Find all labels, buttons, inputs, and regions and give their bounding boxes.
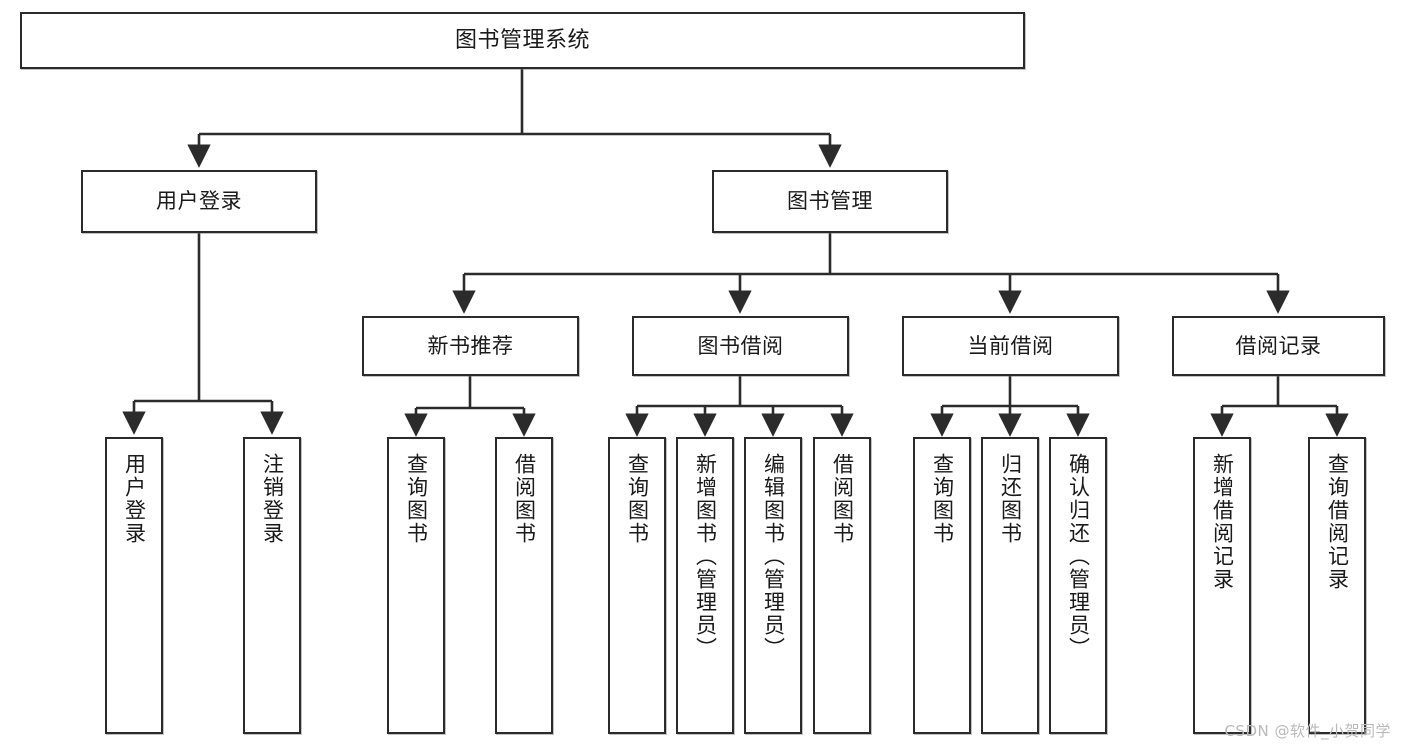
node-book-management[interactable]: 图书管理 [712,170,948,233]
leaf-record-query-record[interactable]: 查询借阅记录 [1308,437,1366,734]
leaf-borrow-query-book[interactable]: 查询图书 [608,437,666,734]
leaf-current-confirm-return-admin[interactable]: 确认归还（管理员） [1049,437,1107,734]
leaf-recommend-query-book[interactable]: 查询图书 [387,437,445,734]
node-label: 确认归还（管理员） [1066,453,1091,660]
node-label: 归还图书 [998,453,1023,545]
node-new-book-recommend[interactable]: 新书推荐 [362,316,579,376]
node-label: 图书借阅 [697,333,784,358]
leaf-borrow-edit-book-admin[interactable]: 编辑图书（管理员） [744,437,802,734]
node-borrow-record[interactable]: 借阅记录 [1172,316,1385,376]
node-label: 编辑图书（管理员） [761,453,786,660]
node-label: 借阅图书 [830,453,855,545]
node-book-borrow[interactable]: 图书借阅 [632,316,849,376]
leaf-current-query-book[interactable]: 查询图书 [913,437,971,734]
leaf-borrow-add-book-admin[interactable]: 新增图书（管理员） [676,437,734,734]
node-label: 查询图书 [625,453,650,545]
node-label: 图书管理系统 [454,27,590,53]
leaf-user-login-login[interactable]: 用户登录 [105,437,163,734]
node-label: 查询图书 [404,453,429,545]
node-user-login[interactable]: 用户登录 [81,170,317,233]
node-label: 新书推荐 [427,333,514,358]
node-label: 图书管理 [787,189,873,214]
leaf-current-return-book[interactable]: 归还图书 [981,437,1039,734]
node-label: 借阅图书 [512,453,537,545]
leaf-record-add-record[interactable]: 新增借阅记录 [1193,437,1251,734]
node-label: 用户登录 [122,453,147,545]
node-label: 当前借阅 [967,333,1054,358]
node-root-system[interactable]: 图书管理系统 [20,12,1025,69]
node-label: 注销登录 [260,453,285,545]
node-label: 新增借阅记录 [1210,453,1235,591]
node-label: 查询图书 [930,453,955,545]
csdn-watermark: CSDN @软件_小贺同学 [1224,722,1391,740]
leaf-recommend-borrow-book[interactable]: 借阅图书 [495,437,553,734]
leaf-user-login-logout[interactable]: 注销登录 [243,437,301,734]
node-label: 新增图书（管理员） [693,453,718,660]
node-label: 查询借阅记录 [1325,453,1350,591]
node-current-borrow[interactable]: 当前借阅 [902,316,1119,376]
node-label: 用户登录 [156,189,242,214]
leaf-borrow-borrow-book[interactable]: 借阅图书 [813,437,871,734]
node-label: 借阅记录 [1235,333,1322,358]
